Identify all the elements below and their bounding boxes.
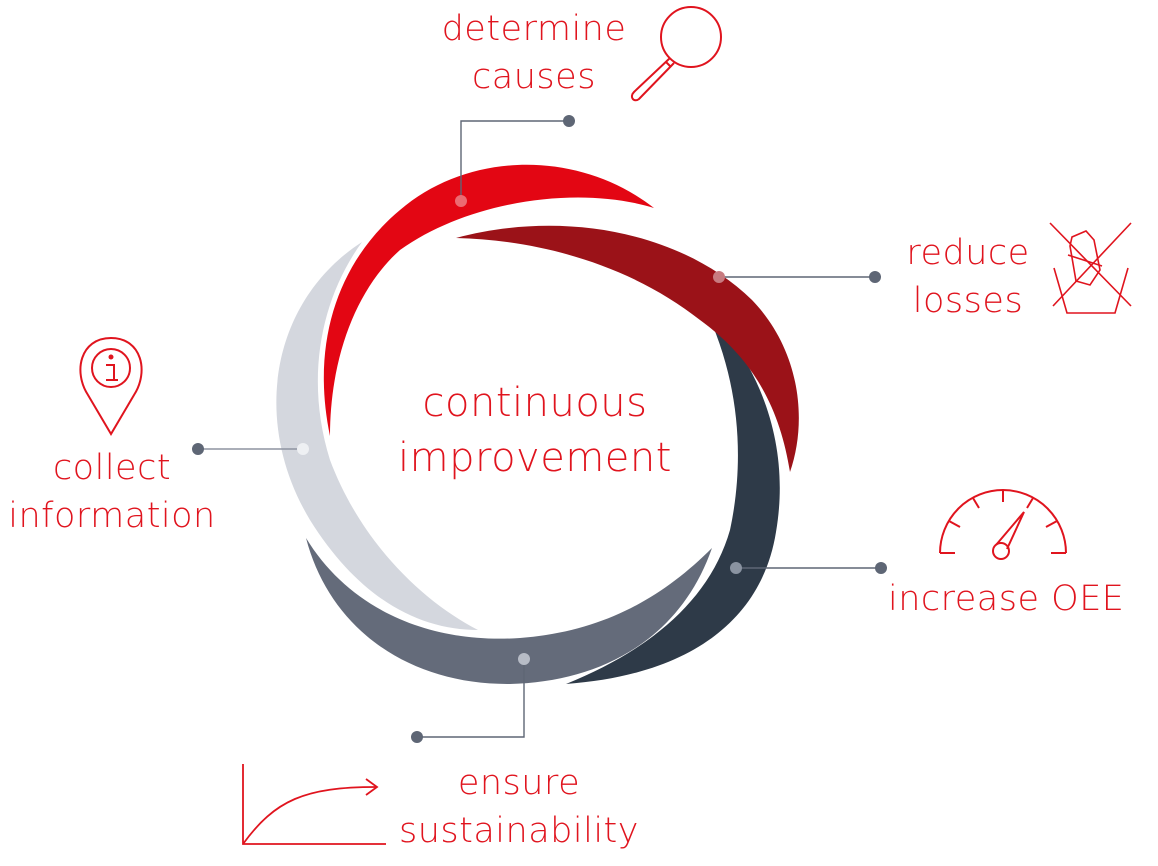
label-ensure-sustainability-line2: sustainability	[398, 810, 639, 851]
crossed-out-waste-bin-icon	[1049, 222, 1132, 314]
label-reduce-losses-line1: reduce	[906, 233, 1030, 273]
label-determine-causes-line1: determine	[441, 9, 627, 49]
center-title-line2: improvement	[398, 435, 672, 482]
label-reduce-losses-line2: losses	[912, 280, 1024, 321]
label-ensure-sustainability-line1: ensure	[457, 763, 581, 803]
connector-determine-causes	[455, 115, 575, 207]
label-collect-information-line1: collect	[52, 448, 172, 488]
label-collect-information-line2: information	[8, 495, 216, 536]
center-title: continuous improvement	[385, 376, 685, 486]
segment-ensure-sustainability	[306, 538, 712, 685]
info-pin-icon	[79, 336, 143, 436]
label-increase-oee-line1: increase OEE	[888, 579, 1125, 619]
label-determine-causes-line2: causes	[472, 56, 596, 97]
segment-determine-causes	[323, 164, 654, 436]
segment-increase-oee	[566, 306, 780, 684]
segment-reduce-losses	[456, 225, 799, 472]
growth-curve-icon	[242, 764, 386, 845]
speedometer-icon	[939, 489, 1067, 560]
connector-increase-oee	[730, 562, 887, 574]
connector-reduce-losses	[713, 271, 881, 283]
label-determine-causes: determine causes	[424, 6, 644, 101]
connector-ensure-sustainability	[411, 653, 530, 743]
label-reduce-losses: reduce losses	[888, 230, 1048, 325]
segment-collect-information	[276, 242, 478, 630]
label-increase-oee: increase OEE	[888, 576, 1125, 624]
label-ensure-sustainability: ensure sustainability	[394, 760, 644, 855]
connector-collect-information	[192, 443, 309, 455]
magnifier-icon	[630, 6, 722, 102]
label-collect-information: collect information	[6, 445, 218, 540]
center-title-line1: continuous	[422, 380, 648, 426]
